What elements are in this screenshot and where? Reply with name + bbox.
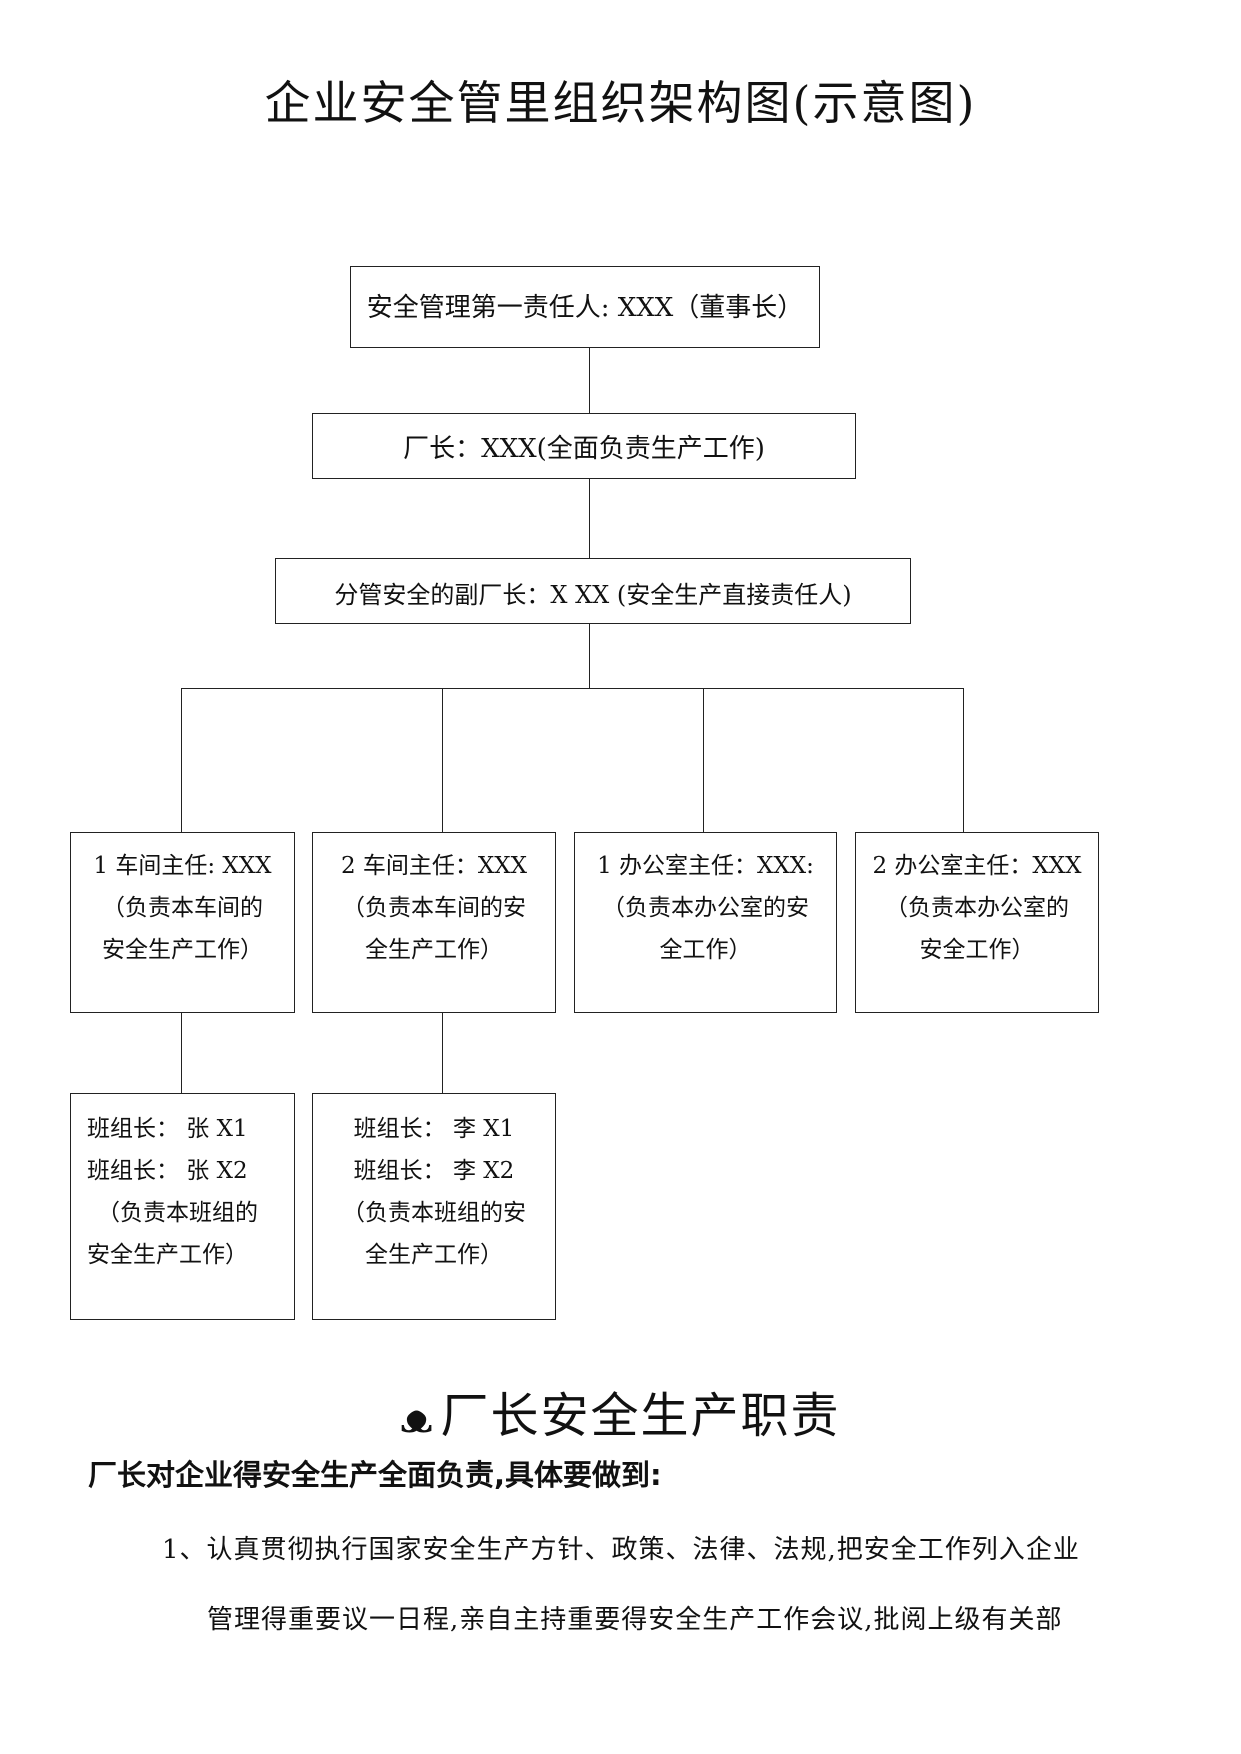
workshop1-box: 1 车间主任: XXX （负责本车间的 安全生产工作） bbox=[70, 832, 295, 1013]
workshop2-line: 全生产工作） bbox=[365, 937, 503, 963]
team1-line: 班组长： 张 X1 bbox=[87, 1116, 248, 1142]
connector-director-deputy bbox=[589, 479, 590, 558]
list-item-text: 管理得重要议一日程,亲自主持重要得安全生产工作会议,批阅上级有关部 bbox=[207, 1605, 1063, 1635]
connector-bus-off2 bbox=[963, 688, 964, 832]
office1-line: 全工作） bbox=[659, 937, 752, 963]
director-label: 厂长：XXX(全面负责生产工作) bbox=[403, 434, 765, 464]
workshop2-box: 2 车间主任：XXX （负责本车间的安 全生产工作） bbox=[312, 832, 556, 1013]
team1-line: （负责本班组的 bbox=[97, 1200, 258, 1226]
team1-line: 安全生产工作） bbox=[87, 1242, 248, 1268]
page-title: 企业安全管里组织架构图(示意图) bbox=[264, 76, 977, 130]
section-heading-text: 厂长安全生产职责 bbox=[440, 1388, 841, 1444]
list-item-number: 1、 bbox=[162, 1535, 207, 1565]
connector-ws1-team1 bbox=[181, 1013, 182, 1093]
section-intro: 厂长对企业得安全生产全面负责,具体要做到: bbox=[88, 1458, 662, 1492]
connector-bus-ws1 bbox=[181, 688, 182, 832]
workshop2-line: 2 车间主任：XXX bbox=[340, 853, 528, 879]
connector-ws2-team2 bbox=[442, 1013, 443, 1093]
connector-bus-ws2 bbox=[442, 688, 443, 832]
chairman-label: 安全管理第一责任人: XXX（董事长） bbox=[366, 293, 804, 323]
connector-bus-off1 bbox=[703, 688, 704, 832]
office1-line: （负责本办公室的安 bbox=[602, 895, 809, 921]
office1-line: 1 办公室主任：XXX: bbox=[597, 853, 814, 879]
workshop1-line: 安全生产工作） bbox=[102, 937, 263, 963]
office2-box: 2 办公室主任：XXX （负责本办公室的 安全工作） bbox=[855, 832, 1099, 1013]
workshop1-line: 1 车间主任: XXX bbox=[93, 853, 272, 879]
deputy-director-label: 分管安全的副厂长：X XX (安全生产直接责任人) bbox=[334, 581, 852, 609]
workshop2-line: （负责本车间的安 bbox=[342, 895, 526, 921]
office2-line: 安全工作） bbox=[919, 937, 1035, 963]
team2-line: 班组长： 李 X2 bbox=[353, 1158, 515, 1184]
connector-bus bbox=[181, 688, 963, 689]
list-item: 1、认真贯彻执行国家安全生产方针、政策、法律、法规,把安全工作列入企业 管理得重… bbox=[162, 1515, 1152, 1655]
team2-box: 班组长： 李 X1 班组长： 李 X2 （负责本班组的安 全生产工作） bbox=[312, 1093, 556, 1320]
office1-box: 1 办公室主任：XXX: （负责本办公室的安 全工作） bbox=[574, 832, 837, 1013]
team1-box: 班组长： 张 X1 班组长： 张 X2 （负责本班组的 安全生产工作） bbox=[70, 1093, 295, 1320]
team2-line: （负责本班组的安 bbox=[342, 1200, 526, 1226]
team2-line: 班组长： 李 X1 bbox=[353, 1116, 515, 1142]
team2-line: 全生产工作） bbox=[365, 1242, 503, 1268]
deputy-director-box: 分管安全的副厂长：X XX (安全生产直接责任人) bbox=[275, 558, 911, 624]
director-box: 厂长：XXX(全面负责生产工作) bbox=[312, 413, 856, 479]
bullet-icon: ᴥ bbox=[400, 1395, 435, 1442]
office2-line: 2 办公室主任：XXX bbox=[872, 853, 1082, 879]
connector-deputy-bus bbox=[589, 624, 590, 689]
list-item-text: 认真贯彻执行国家安全生产方针、政策、法律、法规,把安全工作列入企业 bbox=[206, 1535, 1080, 1565]
team1-line: 班组长： 张 X2 bbox=[87, 1158, 248, 1184]
connector-chairman-director bbox=[589, 348, 590, 413]
chairman-box: 安全管理第一责任人: XXX（董事长） bbox=[350, 266, 820, 348]
office2-line: （负责本办公室的 bbox=[885, 895, 1069, 921]
workshop1-line: （负责本车间的 bbox=[102, 895, 263, 921]
